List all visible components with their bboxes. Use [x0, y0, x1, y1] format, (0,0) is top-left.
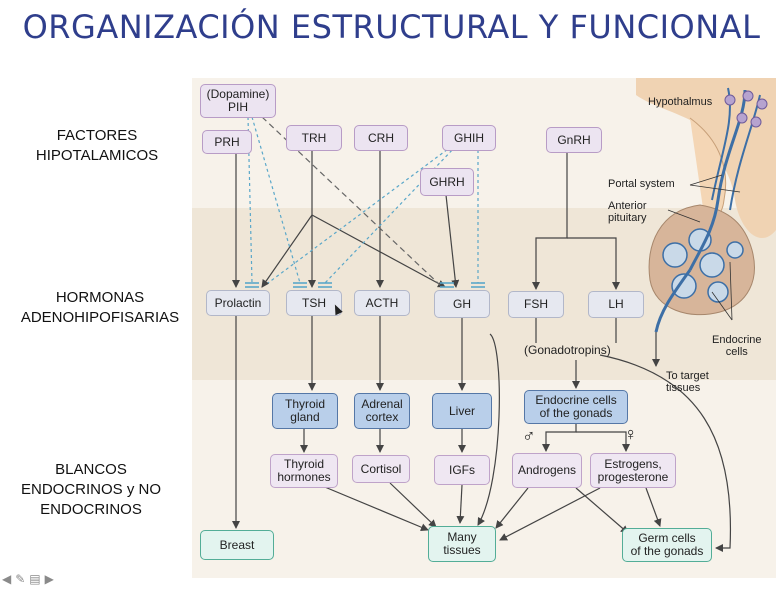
label-endocrine-cells: Endocrine cells: [712, 334, 762, 358]
back-arrow-icon[interactable]: ◀: [2, 572, 12, 586]
box-androgens: Androgens: [512, 453, 582, 488]
link-gnrh-fsh: [532, 152, 568, 290]
box-cortisol: Cortisol: [352, 455, 410, 483]
box-gnrh: GnRH: [546, 127, 602, 153]
box-thyroid-hormones: Thyroid hormones: [270, 454, 338, 488]
box-crh: CRH: [354, 125, 408, 151]
label-to-target-tissues: To target tissues: [666, 370, 709, 394]
box-prh: PRH: [202, 130, 252, 154]
link-gh-many-tissues: [477, 333, 500, 526]
inhibit-pih-prolactin: [247, 116, 253, 284]
link-androgens-many: [495, 487, 529, 529]
label-portal-system: Portal system: [608, 178, 675, 190]
box-ghrh: GHRH: [420, 168, 474, 196]
link-trh-prolactin: [261, 214, 313, 288]
female-symbol: ♀: [624, 424, 638, 444]
link-estrogens-many: [499, 487, 601, 541]
box-prolactin: Prolactin: [206, 290, 270, 316]
box-many-tissues: Many tissues: [428, 526, 496, 562]
box-ghih: GHIH: [442, 125, 496, 151]
box-igfs: IGFs: [434, 455, 490, 485]
box-gonad-cells: Endocrine cells of the gonads: [524, 390, 628, 424]
link-gonads-estrogens: [576, 431, 630, 452]
label-hypothalamus: Hypothalmus: [648, 96, 713, 108]
box-fsh: FSH: [508, 291, 564, 318]
forward-arrow-icon[interactable]: ▶: [44, 572, 54, 586]
link-igfs-many: [456, 484, 465, 524]
label-hormonas: HORMONAS ADENOHIPOFISARIAS: [20, 289, 180, 326]
link-gnrh-lh: [567, 237, 620, 290]
box-breast: Breast: [200, 530, 274, 560]
box-acth: ACTH: [354, 290, 410, 316]
menu-icon[interactable]: ▤: [29, 572, 41, 586]
box-thyroid-gland: Thyroid gland: [272, 393, 338, 429]
box-adrenal-cortex: Adrenal cortex: [354, 393, 410, 429]
anatomy-illustration: [636, 78, 776, 367]
slide-title: ORGANIZACIÓN ESTRUCTURAL Y FUNCIONAL: [22, 8, 761, 46]
pen-icon[interactable]: ✎: [15, 572, 26, 586]
label-gonadotropins: (Gonadotropins): [524, 343, 611, 357]
inhibit-ghih-prolactin: [267, 145, 453, 284]
label-blancos: BLANCOS ENDOCRINOS y NO ENDOCRINOS: [20, 461, 161, 518]
box-tsh: TSH: [286, 290, 342, 316]
link-cortisol-many: [389, 482, 437, 528]
box-estrogens: Estrogens, progesterone: [590, 453, 676, 488]
link-estrogens-germ: [645, 487, 662, 527]
label-factores: FACTORES HIPOTALAMICOS: [35, 127, 159, 164]
box-gh: GH: [434, 290, 490, 318]
link-gonads-androgens: [542, 424, 577, 452]
slide-toolbar: ◀ ✎ ▤ ▶: [2, 572, 54, 586]
link-androgens-germ: [575, 487, 629, 534]
inhibit-ghih-tsh: [324, 145, 457, 284]
link-ghrh-gh: [445, 194, 460, 288]
box-lh: LH: [588, 291, 644, 318]
box-trh: TRH: [286, 125, 342, 151]
male-symbol: ♂: [522, 426, 536, 446]
box-pih: (Dopamine) PIH: [200, 84, 276, 118]
box-liver: Liver: [432, 393, 492, 429]
link-gonadotropins-germ: [599, 354, 732, 552]
link-trh-gh: [311, 214, 446, 288]
label-anterior-pituitary: Anterior pituitary: [608, 200, 647, 224]
link-thyroidh-many: [319, 484, 429, 531]
inhibit-pih-tsh: [251, 116, 301, 284]
box-germ-cells: Germ cells of the gonads: [622, 528, 712, 562]
